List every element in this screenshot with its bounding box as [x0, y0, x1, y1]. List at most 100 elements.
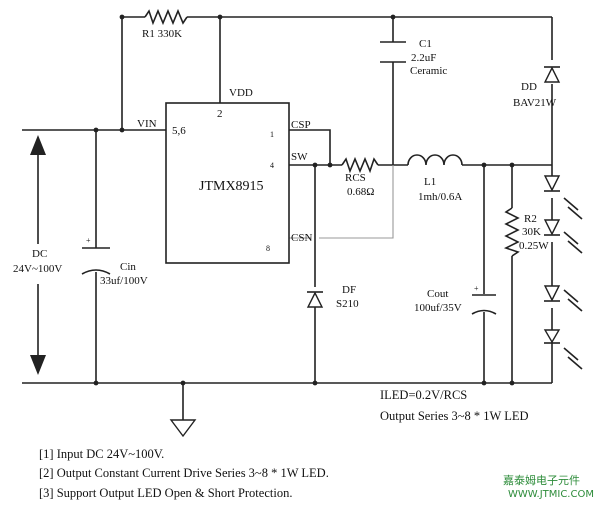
- pin-vin-number: 5,6: [172, 125, 186, 137]
- pin-csn-label: CSN: [291, 232, 312, 244]
- l1-name: L1: [424, 176, 436, 188]
- pin-csp-label: CSP: [291, 119, 311, 131]
- cin-plus-sign: +: [86, 236, 91, 245]
- dc-arrow-head-up: [30, 135, 46, 155]
- ic-jtmx8915: JTMX8915 VIN 5,6 VDD 2 CSP 1 SW 4 CSN 8: [137, 87, 312, 264]
- csp-wire: [289, 129, 331, 165]
- wires: [22, 16, 553, 420]
- c1-name: C1: [419, 38, 432, 50]
- led-string: [543, 175, 583, 370]
- led-triangle: [543, 329, 561, 344]
- junction-dot: [509, 162, 515, 168]
- dd-name: DD: [521, 81, 537, 93]
- r2-value2: 0.25W: [519, 240, 549, 252]
- capacitor-cout: + Cout 100uf/35V: [414, 284, 497, 315]
- cin-value: 33uf/100V: [100, 275, 148, 287]
- junction-dot: [180, 380, 186, 386]
- dc-input: DC 24V~100V: [10, 135, 70, 375]
- diode-df: DF S210: [306, 284, 359, 310]
- junction-dot: [312, 380, 318, 386]
- cout-plate-bottom: [471, 309, 497, 315]
- dc-arrow-head-down: [30, 355, 46, 375]
- resistor-rcs: RCS 0.68Ω: [341, 156, 379, 198]
- df-name: DF: [342, 284, 356, 296]
- junction-dot: [217, 14, 223, 20]
- resistor-r1-zigzag: [144, 8, 188, 26]
- resistor-r2-zigzag: [503, 207, 520, 257]
- r2-name: R2: [524, 213, 537, 225]
- capacitor-cin: + Cin 33uf/100V: [81, 236, 148, 287]
- pin-csn-number: 8: [266, 244, 270, 253]
- note-1: [1] Input DC 24V~100V.: [39, 447, 164, 461]
- df-part: S210: [336, 298, 359, 310]
- watermark: 嘉泰姆电子元件 WWW.JTMIC.COM: [503, 473, 594, 500]
- diode-dd-triangle: [543, 66, 561, 83]
- iled-formula: ILED=0.2V/RCS: [380, 388, 467, 402]
- diode-dd: DD BAV21W: [513, 66, 561, 109]
- led-1: [543, 175, 583, 220]
- pin-sw-label: SW: [291, 151, 308, 163]
- junction-dot: [481, 380, 487, 386]
- resistor-r2: R2 30K 0.25W: [503, 207, 549, 257]
- pin-csp-number: 1: [270, 130, 274, 139]
- junction-dot: [509, 380, 515, 386]
- junction-dot: [390, 14, 396, 20]
- junction-dot: [119, 14, 125, 20]
- led-triangle: [543, 285, 561, 302]
- cout-value: 100uf/35V: [414, 302, 462, 314]
- watermark-url: WWW.JTMIC.COM: [508, 489, 594, 500]
- dc-label-bg: [10, 244, 70, 284]
- pin-vdd-number: 2: [217, 108, 223, 120]
- note-2: [2] Output Constant Current Drive Series…: [39, 466, 329, 480]
- r1-label: R1 330K: [142, 28, 182, 40]
- note-3: [3] Support Output LED Open & Short Prot…: [39, 486, 292, 500]
- inductor-l1: L1 1mh/0.6A: [407, 154, 463, 203]
- diode-df-triangle: [306, 291, 324, 308]
- output-series: Output Series 3~8 * 1W LED: [380, 409, 529, 423]
- led-light-ray: [563, 347, 579, 361]
- formula-block: ILED=0.2V/RCS Output Series 3~8 * 1W LED: [380, 388, 529, 423]
- junction-dot: [93, 380, 99, 386]
- junction-dot: [327, 162, 333, 168]
- capacitor-c1: C1 2.2uF Ceramic: [380, 38, 447, 77]
- r2-value1: 30K: [522, 226, 541, 238]
- l1-value: 1mh/0.6A: [418, 191, 462, 203]
- resistor-rcs-zigzag: [341, 156, 379, 174]
- notes-block: [1] Input DC 24V~100V. [2] Output Consta…: [39, 447, 329, 500]
- junction-dot: [481, 162, 487, 168]
- junction-dot: [312, 162, 318, 168]
- led-triangle: [543, 175, 561, 192]
- led-light-ray: [567, 206, 583, 220]
- rcs-name: RCS: [345, 172, 366, 184]
- led-light-ray: [563, 197, 579, 211]
- inductor-l1-coil: [407, 154, 463, 166]
- led-4: [543, 329, 583, 370]
- pin-vdd-label: VDD: [229, 87, 253, 99]
- c1-type: Ceramic: [410, 65, 447, 77]
- led-2: [543, 219, 583, 254]
- ground-icon: [169, 419, 197, 438]
- cout-name: Cout: [427, 288, 448, 300]
- csn-wire: [289, 165, 394, 239]
- led-triangle: [543, 219, 561, 236]
- cin-plate-bottom: [81, 269, 111, 275]
- cout-plus-sign: +: [474, 284, 479, 293]
- ground-symbol: [169, 419, 197, 438]
- junction-dot: [93, 127, 99, 133]
- dc-range: 24V~100V: [13, 263, 62, 275]
- led-light-ray: [567, 298, 583, 312]
- led-light-ray: [567, 240, 583, 254]
- pin-vin-label: VIN: [137, 118, 157, 130]
- junction-dot: [119, 127, 125, 133]
- led-3: [543, 285, 583, 312]
- watermark-cn: 嘉泰姆电子元件: [503, 473, 580, 487]
- pin-sw-number: 4: [270, 161, 274, 170]
- ic-body: [165, 102, 290, 264]
- led-light-ray: [563, 231, 579, 245]
- ic-name: JTMX8915: [199, 179, 264, 194]
- led-light-ray: [563, 289, 579, 303]
- led-light-ray: [567, 356, 583, 370]
- junctions: [93, 14, 515, 386]
- resistor-r1: R1 330K: [142, 8, 188, 40]
